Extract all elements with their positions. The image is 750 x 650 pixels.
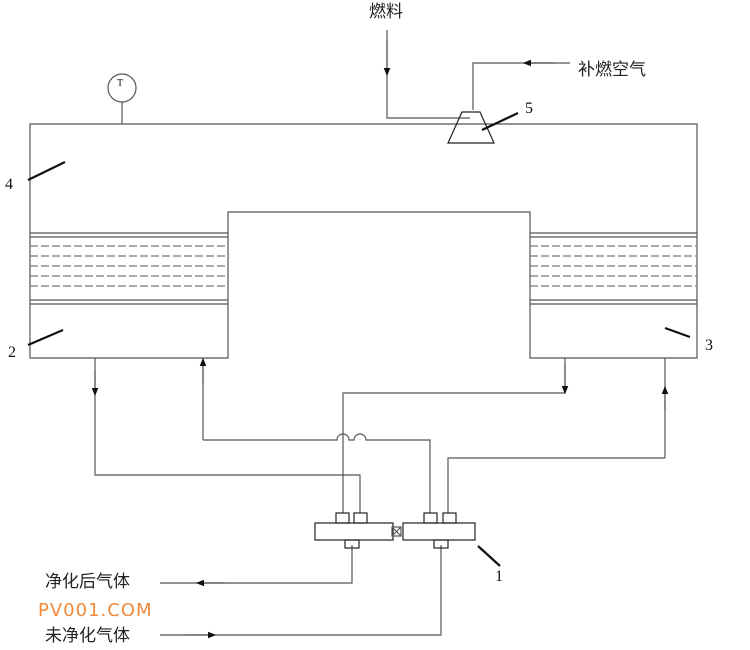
air-label: 补燃空气: [578, 60, 646, 80]
fuel-line: [386, 30, 470, 119]
chamber-outline: [29, 123, 698, 359]
valve-right: [402, 512, 476, 549]
label-3: 3: [705, 337, 713, 354]
label-2: 2: [8, 344, 16, 361]
pipes: [91, 357, 669, 639]
burner: [447, 111, 495, 144]
label-4: 4: [5, 176, 13, 193]
clean-gas-label: 净化后气体: [45, 572, 130, 592]
thermometer-label: T: [117, 78, 124, 89]
left-packing-bed: [30, 232, 228, 305]
valve-left: [314, 512, 394, 549]
air-line: [472, 62, 570, 110]
label-1: 1: [495, 568, 503, 585]
fuel-label: 燃料: [369, 2, 403, 22]
raw-gas-label: 未净化气体: [45, 626, 130, 646]
watermark: PV001.COM: [38, 600, 153, 621]
right-packing-bed: [530, 232, 697, 305]
valve-actuator-icon: [391, 526, 402, 537]
label-5: 5: [525, 100, 533, 117]
